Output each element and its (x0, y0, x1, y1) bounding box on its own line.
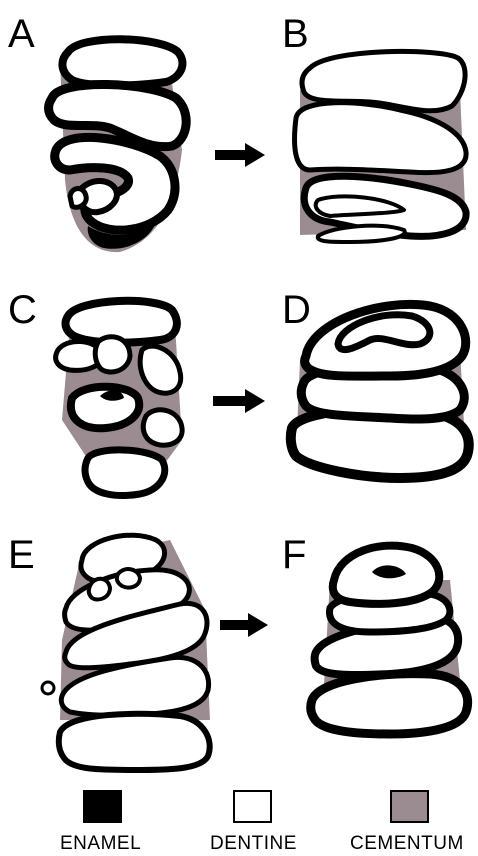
tooth-e (40, 532, 213, 773)
tooth-c (53, 296, 185, 499)
panel-label-b: B (282, 12, 309, 56)
legend-swatch-cementum (390, 790, 429, 823)
legend-label-cementum: CEMENTUM (350, 833, 464, 854)
tooth-b (292, 48, 470, 244)
tooth-a (44, 35, 191, 253)
tooth-d (285, 300, 474, 483)
panel-label-d: D (282, 288, 311, 332)
tooth-f (306, 541, 473, 739)
legend-swatch-enamel (83, 790, 122, 823)
panel-label-a: A (8, 12, 35, 56)
panel-label-e: E (8, 533, 35, 577)
legend-label-dentine: DENTINE (210, 833, 297, 854)
arrow-e-to-f (220, 613, 268, 637)
arrow-c-to-d (213, 389, 265, 413)
panel-label-c: C (8, 288, 37, 332)
panel-label-f: F (282, 533, 307, 577)
arrow-a-to-b (215, 143, 265, 167)
legend-swatch-dentine (233, 790, 272, 823)
legend-label-enamel: ENAMEL (60, 833, 142, 854)
